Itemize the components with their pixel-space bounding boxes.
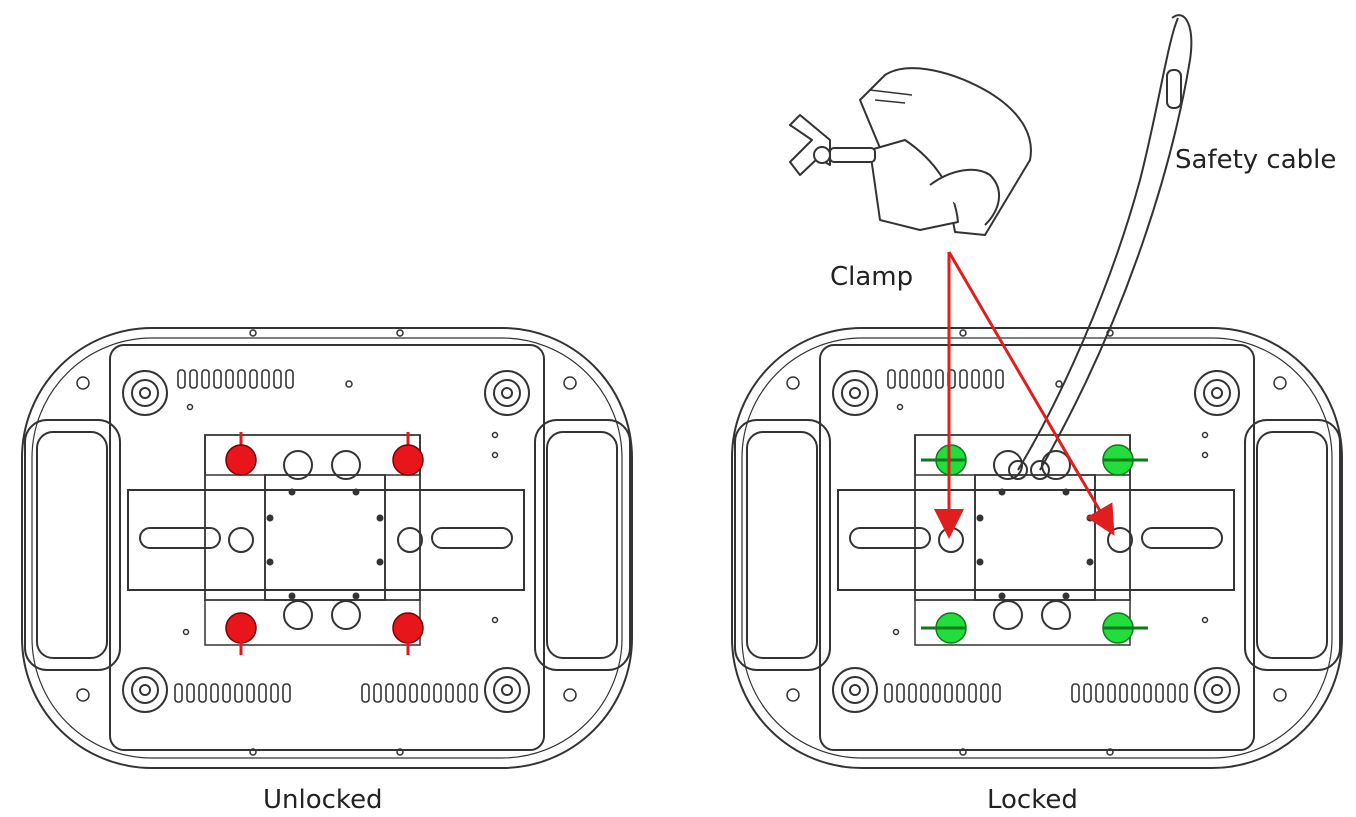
quick-lock-fasteners-locked <box>921 444 1148 644</box>
mounting-arrows <box>934 251 1115 539</box>
unlocked-label: Unlocked <box>263 785 383 815</box>
clamp-illustration <box>789 67 1032 236</box>
safety-cable <box>1008 14 1193 480</box>
locked-label: Locked <box>987 785 1078 815</box>
safety-cable-label: Safety cable <box>1175 145 1337 175</box>
fixture-unlocked <box>21 327 633 769</box>
clamp-label: Clamp <box>830 262 914 292</box>
fixture-locked <box>731 327 1343 769</box>
quick-lock-fasteners-unlocked <box>225 432 424 655</box>
